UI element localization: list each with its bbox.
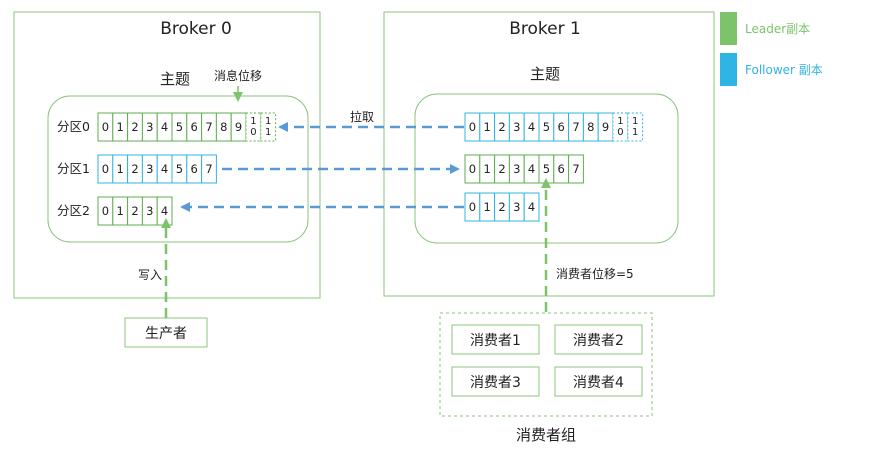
broker0-partition1-cell — [201, 154, 217, 184]
broker0-partition2-cell-value: 2 — [131, 204, 138, 218]
broker0-partition-label: 分区0 — [57, 119, 90, 134]
broker1-partition0-cell-value: 6 — [558, 120, 565, 134]
consumer-box — [451, 324, 540, 355]
consumer-label: 消费者4 — [573, 375, 624, 391]
broker1-partition2-cell-value: 1 — [484, 200, 491, 214]
broker0-partition0-cell-value: 8 — [220, 120, 227, 134]
broker0-partition0-cell-value: 2 — [131, 120, 138, 134]
broker1-partition0-cell-pending — [627, 112, 644, 142]
legend-follower-label: Follower 副本 — [745, 63, 823, 77]
producer-box — [124, 317, 208, 348]
broker1-partition2-cell-value: 2 — [498, 200, 505, 214]
broker1-partition0-cell-value: 7 — [572, 120, 579, 134]
broker0-partition1-cell-value: 5 — [176, 162, 183, 176]
broker1-partition0-cell-value: 4 — [528, 120, 535, 134]
broker0-title: Broker 0 — [160, 19, 232, 39]
consumer-box — [451, 366, 540, 397]
broker0-partition2-cell-value: 1 — [117, 204, 124, 218]
broker0-offset-label: 消息位移 — [214, 68, 262, 83]
broker0-partition0-cell-value: 3 — [146, 120, 153, 134]
broker0-partition1-cell-value: 0 — [102, 162, 109, 176]
broker0-partition-label: 分区2 — [57, 203, 90, 218]
broker0-partition0-cell-value: 4 — [161, 120, 168, 134]
broker1-partition2-cell-value: 4 — [528, 200, 535, 214]
consumer-box — [554, 324, 643, 355]
producer-label: 生产者 — [145, 326, 187, 342]
broker1-partition1-cell-value: 7 — [572, 162, 579, 176]
broker0-partition1-cell-value: 3 — [146, 162, 153, 176]
broker0-partition2-cell-value: 0 — [102, 204, 109, 218]
broker0-partition1-cell-value: 6 — [191, 162, 198, 176]
broker0-partition1-cell-value: 7 — [205, 162, 212, 176]
consumer-label: 消费者1 — [470, 333, 521, 349]
broker0-partition-label: 分区1 — [57, 161, 90, 176]
consumer-box — [554, 366, 643, 397]
broker1-partition1-cell-value: 0 — [469, 162, 476, 176]
broker1-partition0-cell-value: 0 — [469, 120, 476, 134]
broker0-partition2-cell-value: 3 — [146, 204, 153, 218]
broker0-partition1-cell-value: 2 — [131, 162, 138, 176]
broker1-partition1-cell — [568, 154, 584, 184]
broker0-topic-label: 主题 — [160, 70, 190, 88]
broker1-partition0-cell-value: 9 — [602, 120, 609, 134]
broker1-partition1-cell-value: 5 — [543, 162, 550, 176]
broker1-partition2-cell-value: 0 — [469, 200, 476, 214]
consumer-label: 消费者3 — [470, 375, 521, 391]
legend-leader-label: Leader副本 — [745, 22, 810, 36]
broker1-partition2-cell-value: 3 — [513, 200, 520, 214]
broker0-partition0-cell-pending — [260, 112, 277, 142]
consumer-offset-label: 消费者位移=5 — [556, 266, 634, 281]
broker0-partition0-cell-value: 7 — [205, 120, 212, 134]
broker1-partition1-cell-value: 6 — [558, 162, 565, 176]
broker1-partition1-cell-value: 4 — [528, 162, 535, 176]
broker0-partition0-cell-value: 5 — [176, 120, 183, 134]
broker1-partition0-cell-value: 5 — [543, 120, 550, 134]
consumer-group-box — [439, 312, 653, 417]
broker1-partition0-cell-value: 1 — [484, 120, 491, 134]
broker1-title: Broker 1 — [509, 19, 581, 39]
consumers: 消费者1 消费者2 消费者3 消费者4 — [451, 324, 643, 397]
broker1-partition1-cell-value: 1 — [484, 162, 491, 176]
broker1-partition1-cell-value: 3 — [513, 162, 520, 176]
broker1-partition0-cell-value: 8 — [587, 120, 594, 134]
broker0-partition0-cell-value: 9 — [235, 120, 242, 134]
broker1-partition2-cell — [523, 192, 540, 222]
broker1-partition0-cell-value: 2 — [498, 120, 505, 134]
broker1-box — [383, 11, 715, 297]
legend-leader-swatch — [720, 12, 737, 45]
broker1-partition0-cell-value: 3 — [513, 120, 520, 134]
broker0-partition1-cell-value: 4 — [161, 162, 168, 176]
broker0-partition0-cell-value: 6 — [191, 120, 198, 134]
broker0-partition2-cell-value: 4 — [161, 204, 168, 218]
consumer-label: 消费者2 — [573, 333, 624, 349]
consumer-group-label: 消费者组 — [516, 426, 576, 444]
legend-follower-swatch — [720, 53, 737, 86]
broker1-partition1-cell-value: 2 — [498, 162, 505, 176]
broker0-partition0-cell-value: 0 — [102, 120, 109, 134]
broker1-topic-label: 主题 — [530, 65, 560, 83]
pull-label: 拉取 — [350, 109, 374, 124]
broker0-partition1-cell-value: 1 — [117, 162, 124, 176]
broker0-partition0-cell-value: 1 — [117, 120, 124, 134]
write-label: 写入 — [138, 268, 162, 282]
